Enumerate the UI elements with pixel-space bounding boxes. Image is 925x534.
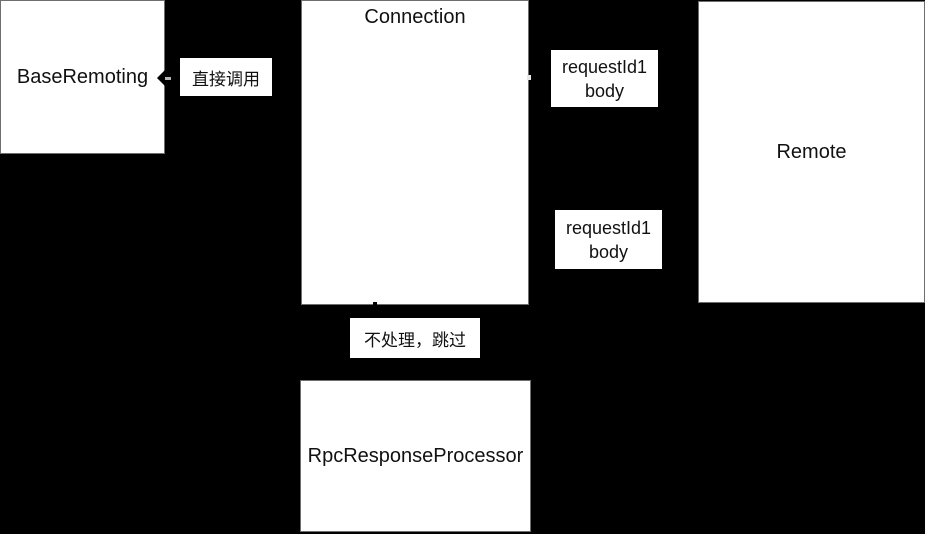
- node-remote[interactable]: Remote: [698, 1, 925, 303]
- label-request-id-top-line2: body: [584, 80, 625, 101]
- label-direct-call[interactable]: 直接调用: [180, 58, 272, 96]
- node-remote-label: Remote: [776, 140, 847, 163]
- node-connection[interactable]: Connection: [301, 0, 529, 305]
- arrow-notch-fragment: [373, 302, 377, 308]
- label-request-id-bottom[interactable]: requestId1 body: [555, 210, 662, 269]
- node-base-remoting-label: BaseRemoting: [16, 65, 149, 88]
- arrow-tick-fragment: [527, 75, 531, 80]
- node-connection-label: Connection: [364, 6, 466, 28]
- label-request-id-top-line1: requestId1: [561, 56, 648, 77]
- arrow-dash-fragment: [165, 77, 171, 80]
- label-request-id-bottom-line1: requestId1: [565, 217, 652, 238]
- label-request-id-top[interactable]: requestId1 body: [551, 50, 658, 107]
- arrowhead-fragment-icon: [157, 70, 165, 86]
- label-direct-call-text: 直接调用: [192, 69, 260, 89]
- label-request-id-bottom-line2: body: [588, 241, 629, 262]
- label-skip[interactable]: 不处理，跳过: [350, 318, 480, 358]
- node-rpc-response-processor-label: RpcResponseProcessor: [307, 444, 524, 467]
- node-rpc-response-processor[interactable]: RpcResponseProcessor: [300, 380, 531, 532]
- node-base-remoting[interactable]: BaseRemoting: [0, 0, 165, 154]
- label-skip-text: 不处理，跳过: [364, 330, 466, 350]
